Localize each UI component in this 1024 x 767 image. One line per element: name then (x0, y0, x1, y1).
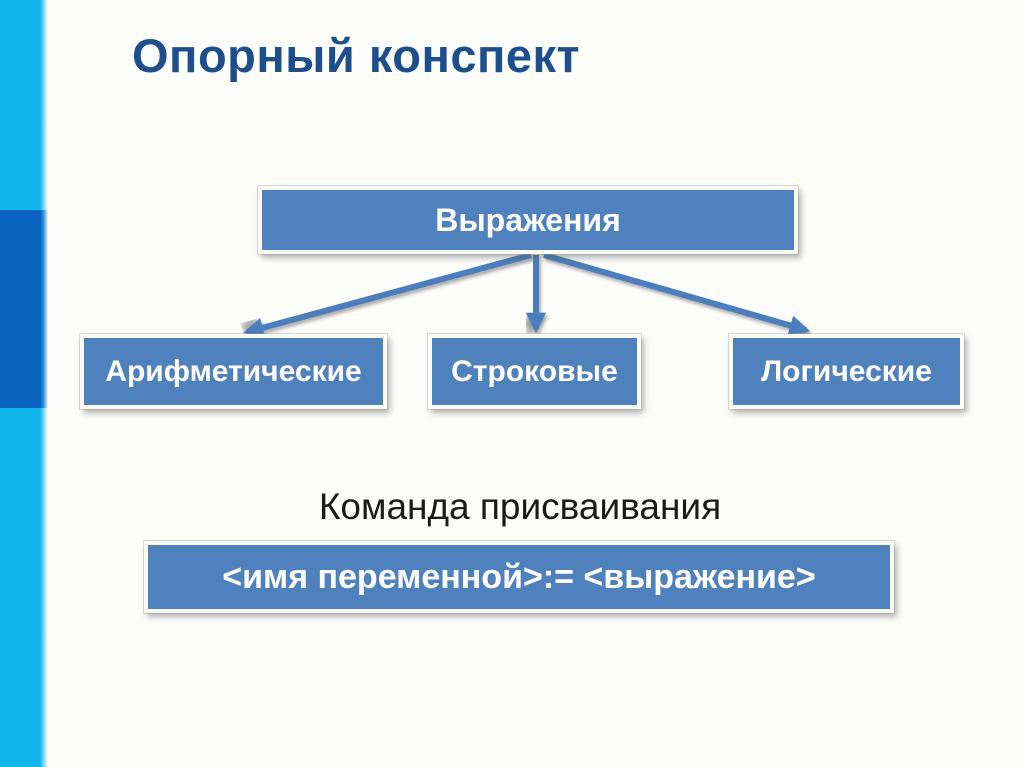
left-accent-strip-dark-segment (0, 210, 48, 408)
node-expressions-label: Выражения (435, 201, 621, 238)
node-string: Строковые (428, 334, 641, 409)
assignment-box-label: <имя переменной>:= <выражение> (222, 557, 816, 596)
node-expressions: Выражения (258, 186, 798, 254)
node-logical-label: Логические (761, 354, 932, 388)
assignment-box: <имя переменной>:= <выражение> (144, 541, 894, 613)
slide-title: Опорный конспект (132, 29, 581, 82)
arrow-to-arithmetic (243, 252, 532, 338)
node-arithmetic: Арифметические (80, 334, 387, 409)
arrow-to-logical (543, 252, 810, 336)
node-logical: Логические (729, 334, 964, 409)
node-string-label: Строковые (451, 354, 618, 388)
assignment-caption: Команда присваивания (318, 486, 722, 527)
node-arithmetic-label: Арифметические (105, 354, 362, 388)
